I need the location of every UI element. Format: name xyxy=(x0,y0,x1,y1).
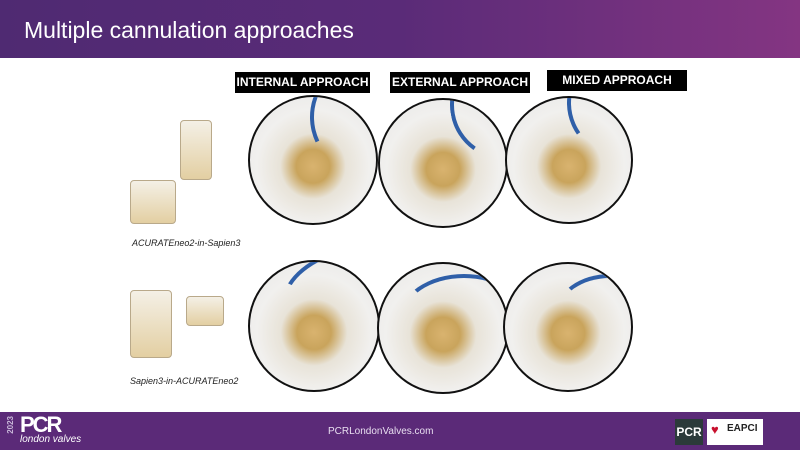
image-mixed-sapien-in-acurate xyxy=(503,262,633,392)
row-caption-1: ACURATEneo2-in-Sapien3 xyxy=(132,238,241,248)
label-mixed-approach: MIXED APPROACH xyxy=(547,70,687,91)
pcr-partner-logo: PCR xyxy=(675,419,703,445)
label-external-approach: EXTERNAL APPROACH xyxy=(390,72,530,93)
valve-image-acurate xyxy=(180,120,212,180)
image-internal-sapien-in-acurate xyxy=(248,260,380,392)
logo-brand: PCR xyxy=(20,412,62,437)
label-internal-approach: INTERNAL APPROACH xyxy=(235,72,370,93)
image-mixed-acurate-in-sapien xyxy=(505,96,633,224)
eapci-logo: ♥ EAPCI xyxy=(707,419,763,445)
heart-icon: ♥ xyxy=(711,422,719,437)
image-internal-acurate-in-sapien xyxy=(248,95,378,225)
valve-image-acurate xyxy=(130,290,172,358)
logo-subbrand: london valves xyxy=(20,434,82,445)
logo-year: 2023 xyxy=(6,416,15,434)
image-external-sapien-in-acurate xyxy=(377,262,509,394)
footer-bar xyxy=(0,412,800,450)
valve-image-sapien xyxy=(186,296,224,326)
row-caption-2: Sapien3-in-ACURATEneo2 xyxy=(130,376,239,386)
slide-title: Multiple cannulation approaches xyxy=(24,17,354,43)
header-bar xyxy=(0,0,800,58)
eapci-text: EAPCI xyxy=(727,423,758,434)
footer-url[interactable]: PCRLondonValves.com xyxy=(328,426,434,437)
valve-image-sapien xyxy=(130,180,176,224)
image-external-acurate-in-sapien xyxy=(378,98,508,228)
